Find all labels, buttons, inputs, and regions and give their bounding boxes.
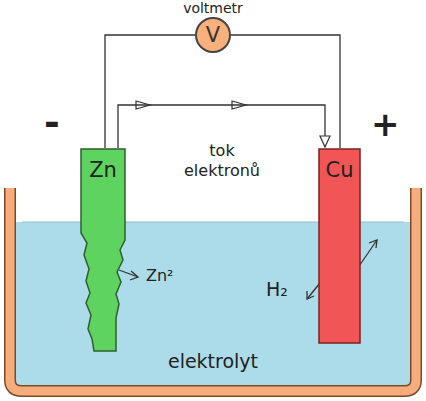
voltmeter-heading: voltmetr	[163, 0, 263, 16]
copper-symbol: Cu	[318, 148, 361, 182]
edge-label: tok elektronů	[177, 141, 267, 181]
negative-sign: -	[44, 100, 60, 144]
copper-shape	[319, 149, 360, 343]
zinc-ion: Zn²	[146, 266, 174, 285]
voltmeter-circle: V	[195, 17, 231, 53]
electrolyte-name: elektrolyt	[16, 350, 410, 372]
copper-electrode-node: Cu	[318, 148, 361, 344]
voltmeter-node: voltmetrV	[163, 0, 263, 56]
voltmeter-symbol: V	[206, 23, 220, 47]
zinc-symbol: Zn	[80, 148, 126, 182]
zinc-electrode-node: Zn	[80, 148, 126, 352]
zinc-shape	[81, 149, 125, 351]
hydrogen-gas: H₂	[266, 278, 288, 300]
positive-sign: +	[371, 104, 400, 144]
wire	[231, 35, 340, 148]
electrolyte-node: elektrolyt	[16, 224, 410, 382]
